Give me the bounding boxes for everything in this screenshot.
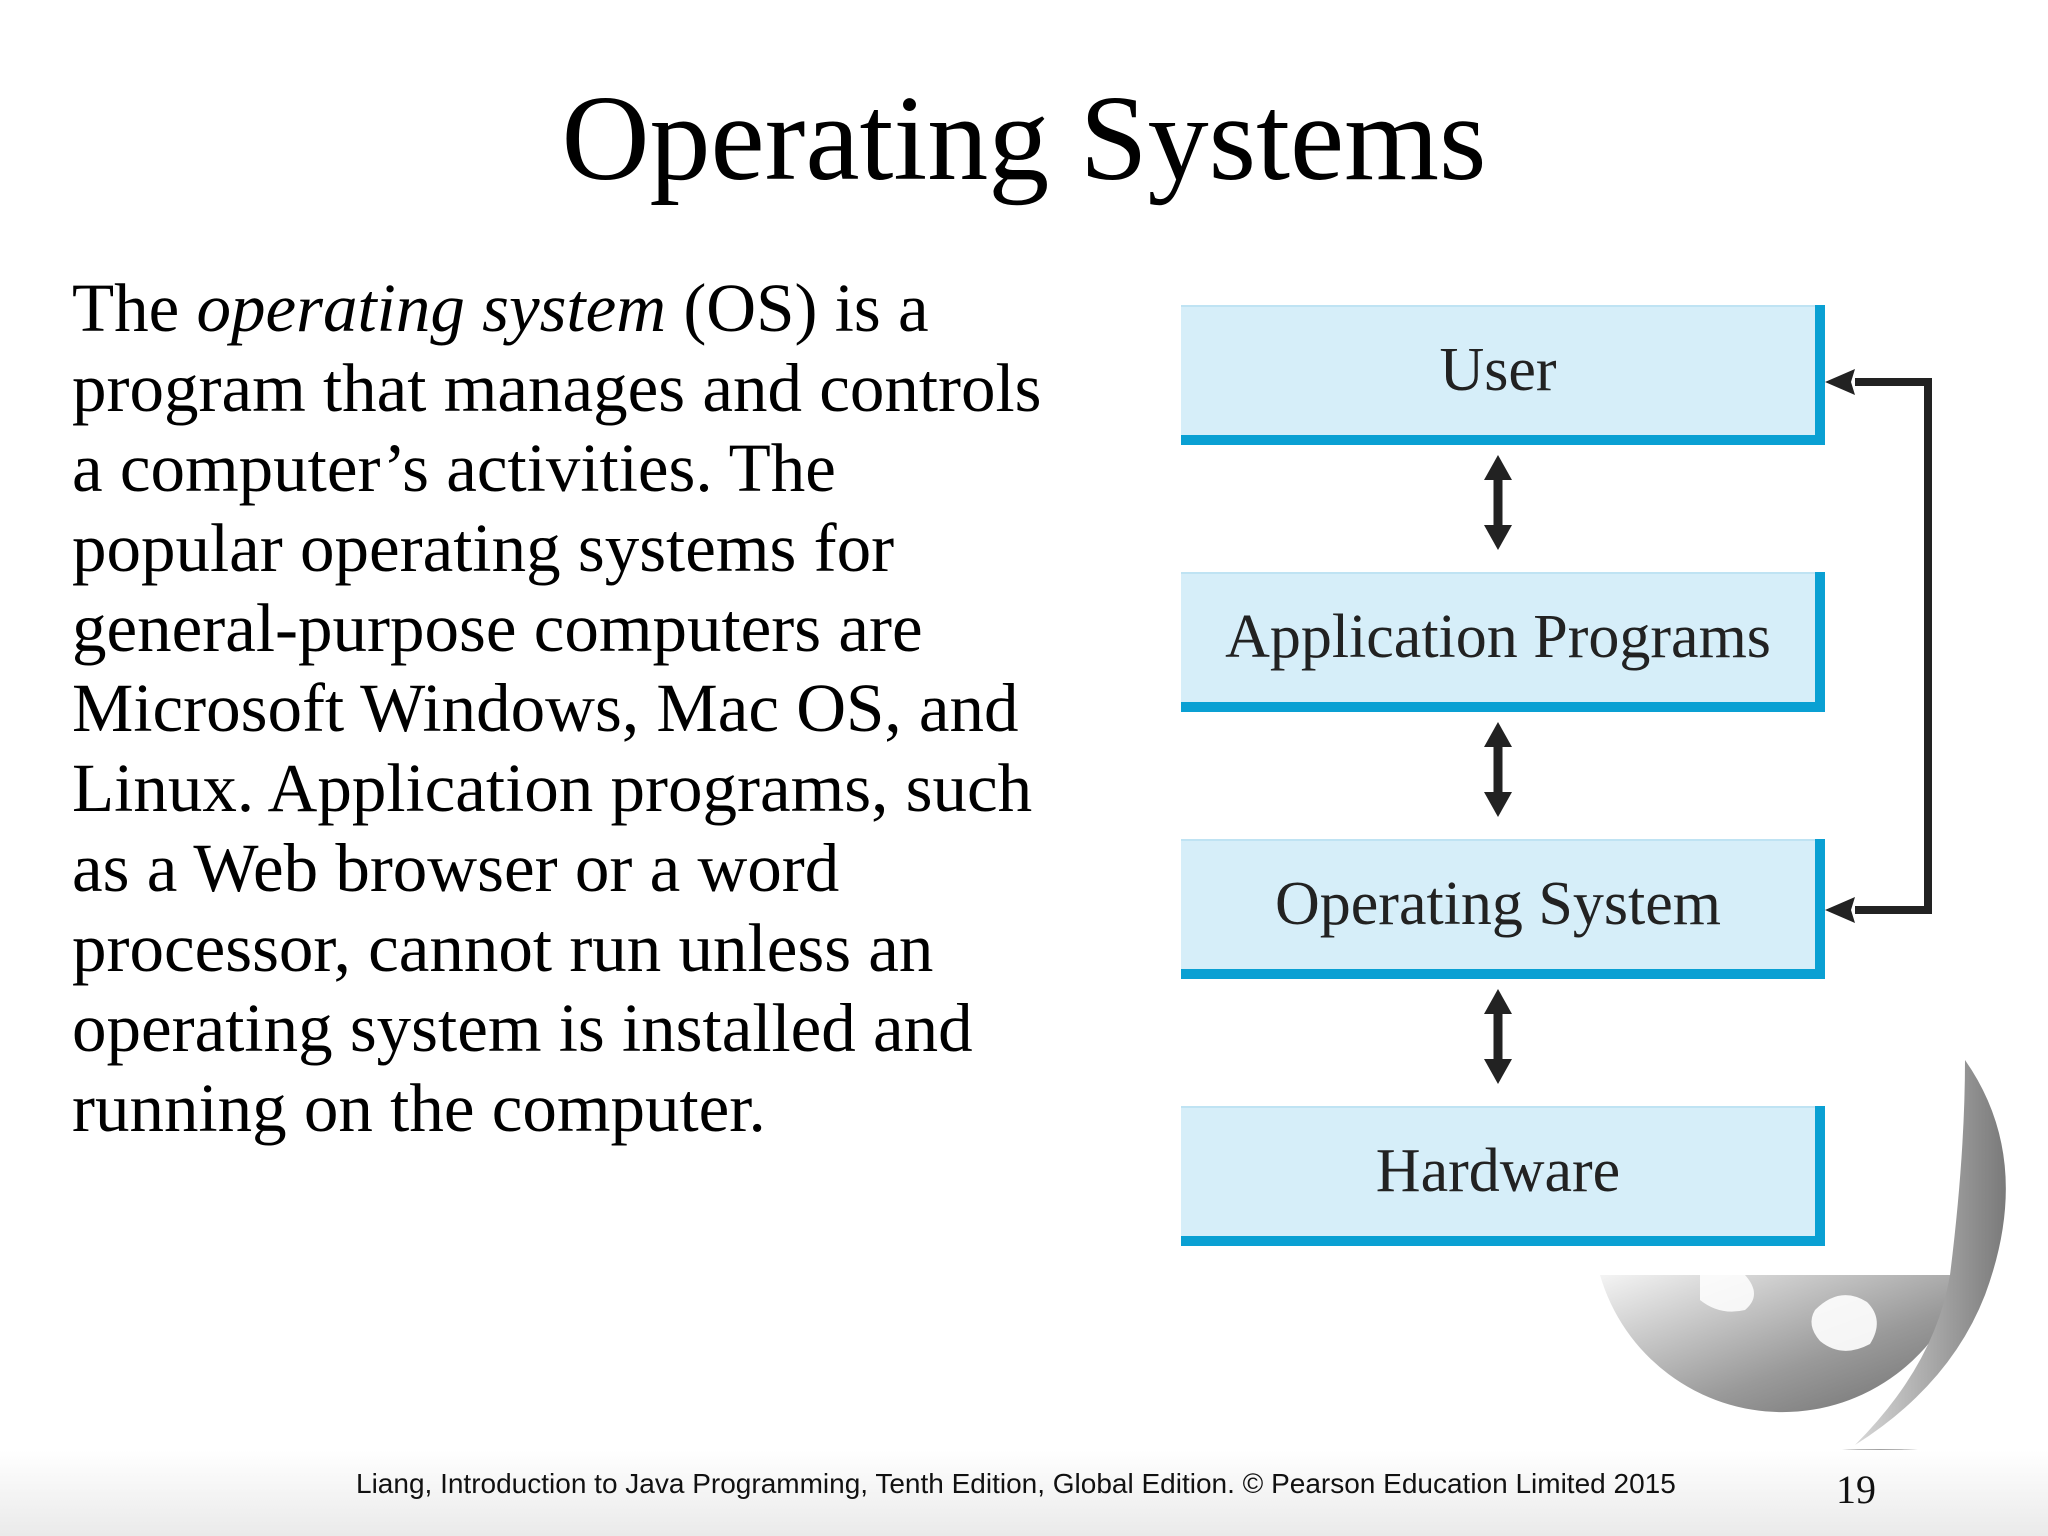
os-layer-diagram: User Application Programs Operating Syst… bbox=[1175, 305, 1955, 1265]
body-text-rest: (OS) is a program that manages and contr… bbox=[72, 270, 1042, 1146]
page-number: 19 bbox=[1836, 1467, 1876, 1512]
globe-icon bbox=[1600, 1060, 2006, 1480]
double-arrow-icon-os-hardware bbox=[1484, 989, 1512, 1084]
diagram-arrows bbox=[1484, 369, 1932, 1084]
body-paragraph: The operating system (OS) is a program t… bbox=[72, 268, 1052, 1148]
layer-label-operating-system: Operating System bbox=[1275, 869, 1721, 938]
layer-box-operating-system: Operating System bbox=[1181, 839, 1825, 979]
layer-label-hardware: Hardware bbox=[1375, 1136, 1621, 1205]
layer-label-application-programs: Application Programs bbox=[1225, 602, 1771, 671]
footer-credit: Liang, Introduction to Java Programming,… bbox=[356, 1468, 1676, 1499]
layer-box-hardware: Hardware bbox=[1181, 1106, 1825, 1246]
double-arrow-icon-app-os bbox=[1484, 722, 1512, 817]
double-arrow-icon-user-app bbox=[1484, 455, 1512, 550]
layer-box-application-programs: Application Programs bbox=[1181, 572, 1825, 712]
body-text-start: The bbox=[72, 270, 197, 346]
slide-title: Operating Systems bbox=[561, 71, 1487, 206]
body-emphasis: operating system bbox=[196, 270, 667, 346]
feedback-arrow-icon bbox=[1825, 369, 1932, 923]
layer-label-user: User bbox=[1439, 335, 1557, 404]
layer-box-user: User bbox=[1181, 305, 1825, 445]
footer-band bbox=[0, 1450, 2048, 1536]
